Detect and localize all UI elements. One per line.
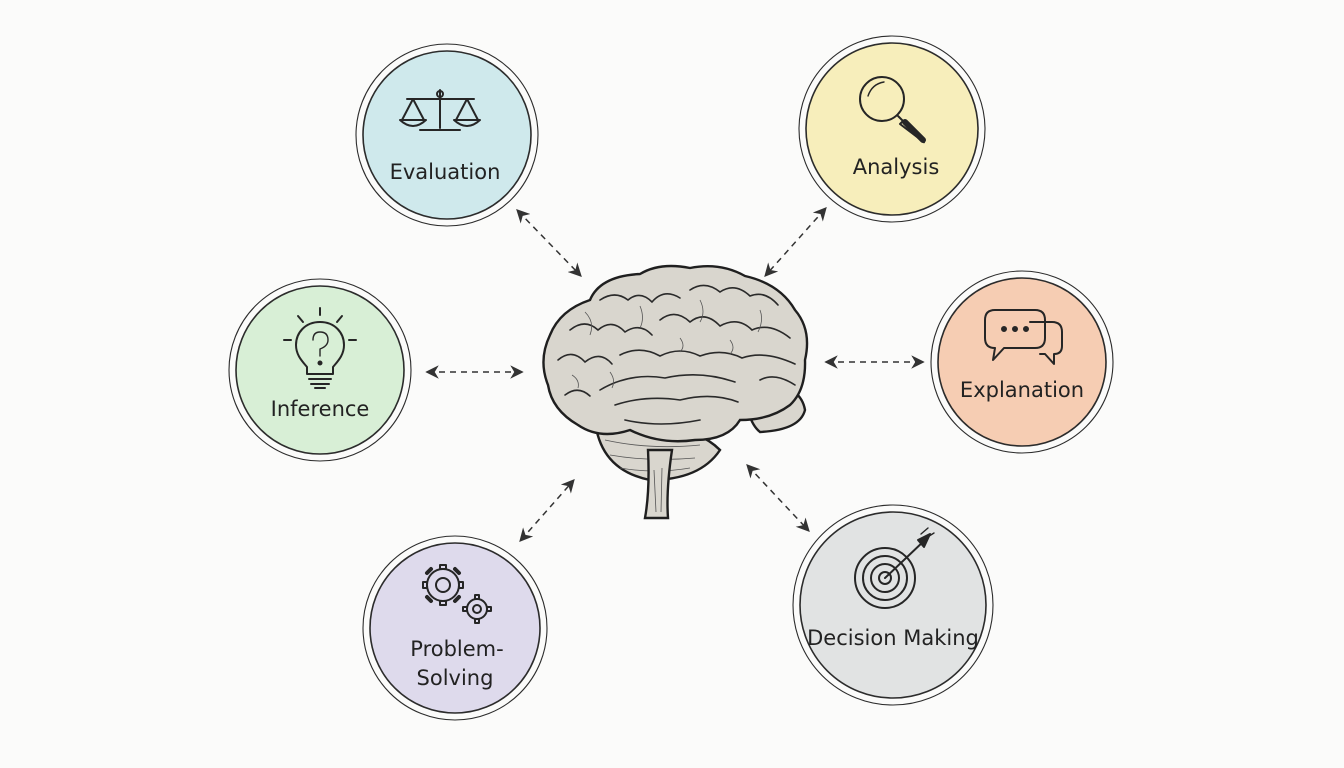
node-evaluation-label: Evaluation: [390, 160, 501, 184]
node-problem-solving-label-line1: Problem-: [410, 637, 503, 661]
node-evaluation: Evaluation: [355, 43, 539, 227]
node-analysis-circle: [805, 42, 979, 216]
speech-bubbles-icon: [984, 309, 1063, 365]
gears-icon: [422, 564, 492, 624]
node-inference-label: Inference: [271, 397, 370, 421]
arrow-evaluation: [516, 209, 582, 277]
arrow-decision-making: [746, 464, 810, 532]
brain-icon: [542, 264, 809, 520]
target-arrow-icon: [854, 527, 935, 609]
node-decision-making-circle: [799, 511, 987, 699]
node-problem-solving-label-line2: Solving: [417, 666, 494, 690]
lightbulb-question-icon: [283, 307, 357, 389]
node-problem-solving-circle: [369, 542, 541, 714]
node-decision-making: Decision Making: [792, 504, 994, 706]
balance-scale-icon: [399, 89, 481, 131]
node-analysis-label: Analysis: [853, 155, 940, 179]
node-analysis: Analysis: [798, 35, 986, 223]
node-evaluation-circle: [362, 50, 532, 220]
arrow-analysis: [764, 206, 827, 278]
node-explanation-label: Explanation: [960, 378, 1084, 402]
node-problem-solving: Problem- Solving: [362, 535, 548, 721]
node-decision-making-label: Decision Making: [807, 626, 979, 650]
magnifying-glass-icon: [859, 76, 926, 144]
arrow-problem-solving: [519, 478, 575, 543]
node-inference: Inference: [228, 278, 412, 462]
node-inference-circle: [235, 285, 405, 455]
node-explanation: Explanation: [930, 270, 1114, 454]
node-explanation-circle: [937, 277, 1107, 447]
